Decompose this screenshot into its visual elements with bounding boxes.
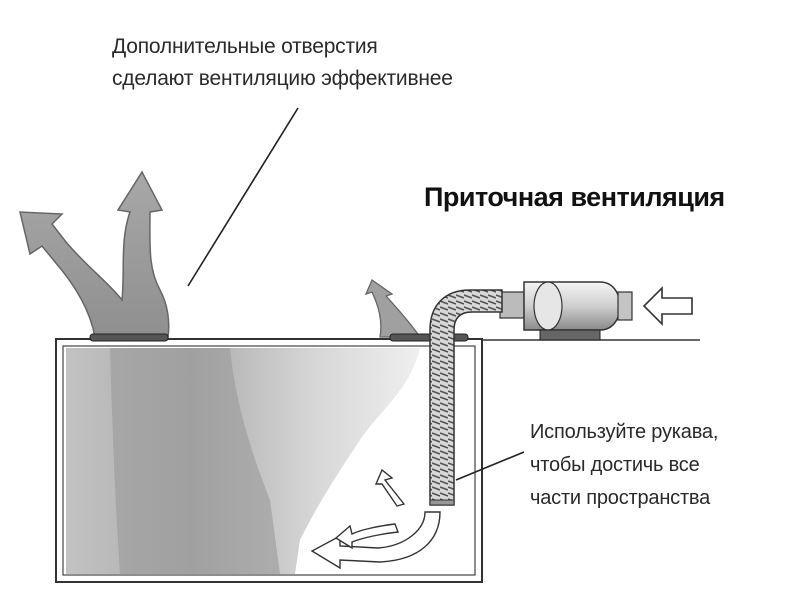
top-note-line-2: сделают вентиляцию эффективнее (112, 67, 453, 90)
top-note-leader (187, 107, 299, 287)
hose-icon (429, 289, 503, 506)
hose-note-leader (455, 451, 525, 481)
fan-icon (499, 281, 633, 341)
hose-note: Используйте рукава, чтобы достичь все ча… (530, 416, 718, 515)
small-exhaust-arrow (364, 279, 422, 338)
exhaust-plume (19, 170, 170, 338)
arrow-right-icon (642, 286, 693, 326)
top-note: Дополнительные отверстия сделают вентиля… (112, 31, 453, 95)
top-note-line-1: Дополнительные отверстия (112, 35, 378, 58)
right-vent (389, 333, 469, 342)
left-vent (89, 333, 169, 342)
hose-note-line-3: части пространства (530, 487, 711, 509)
interior-airflow-dark (110, 348, 280, 574)
hose-note-line-2: чтобы достичь все (530, 454, 700, 476)
hose-airflow-arrows (310, 468, 441, 570)
hose-note-line-1: Используйте рукава, (530, 421, 719, 443)
diagram-title: Приточная вентиляция (424, 182, 725, 212)
